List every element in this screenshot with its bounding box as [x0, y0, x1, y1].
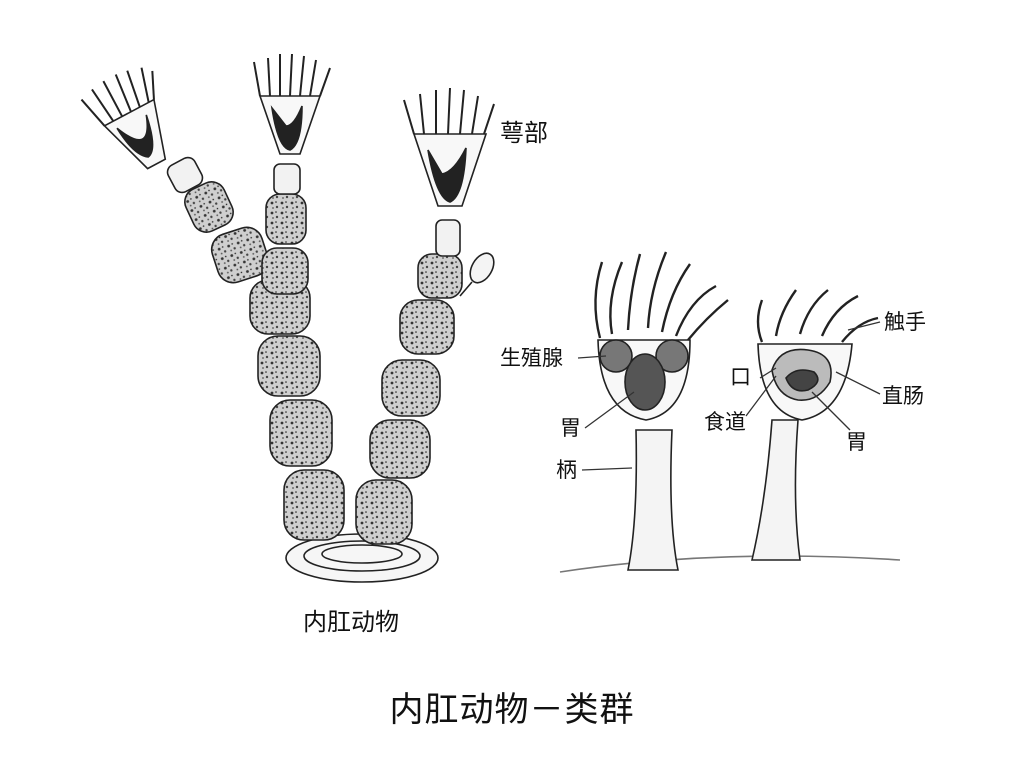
- stalk-left: [627, 429, 679, 571]
- label-rectum: 直肠: [882, 384, 924, 408]
- label-stomach-right: 胃: [846, 430, 867, 454]
- calyx-right: [403, 87, 495, 207]
- stalk-right: [750, 419, 801, 561]
- zooid-section-drawing: [559, 251, 901, 573]
- calyx-left: [80, 67, 167, 170]
- stomach-left-organ: [624, 353, 666, 411]
- leader-lines: [577, 321, 881, 471]
- middle-branch: [261, 163, 309, 295]
- right-branch: [355, 219, 495, 545]
- label-stalk: 柄: [556, 458, 577, 482]
- label-calyx: 萼部: [500, 119, 548, 147]
- label-stomach-left: 胃: [560, 416, 581, 440]
- label-mouth: 口: [730, 365, 751, 389]
- label-esophagus: 食道: [704, 410, 746, 434]
- figure-caption: 内肛动物－类群: [389, 690, 635, 730]
- tentacles-right: [756, 289, 879, 343]
- label-tentacle: 触手: [884, 310, 926, 334]
- label-colony-name: 内肛动物: [303, 608, 399, 636]
- calyx-middle: [253, 53, 331, 155]
- gonad-right: [655, 339, 689, 373]
- left-branch: [166, 156, 345, 541]
- colony-drawing: [80, 53, 495, 583]
- tentacles-left: [594, 251, 729, 341]
- label-gonad: 生殖腺: [500, 346, 563, 370]
